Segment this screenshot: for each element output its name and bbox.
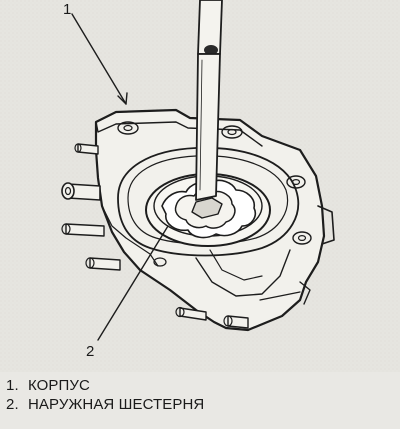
tool-rod: [195, 0, 223, 201]
legend-label: КОРПУС: [28, 377, 90, 394]
callout-number-1: 1: [63, 1, 72, 18]
leader-line-1: [71, 13, 127, 105]
legend: 1. КОРПУС 2. НАРУЖНАЯ ШЕСТЕРНЯ: [6, 376, 204, 414]
legend-item-1: 1. КОРПУС: [6, 376, 204, 395]
oil-pump-illustration: [0, 0, 400, 372]
callout-number-2: 2: [86, 343, 95, 360]
seal-groove: [117, 146, 300, 257]
legend-item-2: 2. НАРУЖНАЯ ШЕСТЕРНЯ: [6, 395, 204, 414]
leader-arrow-1: [117, 92, 128, 105]
legend-number: 1.: [6, 377, 19, 394]
legend-number: 2.: [6, 396, 19, 413]
leader-line-2: [97, 225, 169, 341]
left-studs: [61, 143, 249, 329]
legend-label: НАРУЖНАЯ ШЕСТЕРНЯ: [28, 396, 205, 413]
